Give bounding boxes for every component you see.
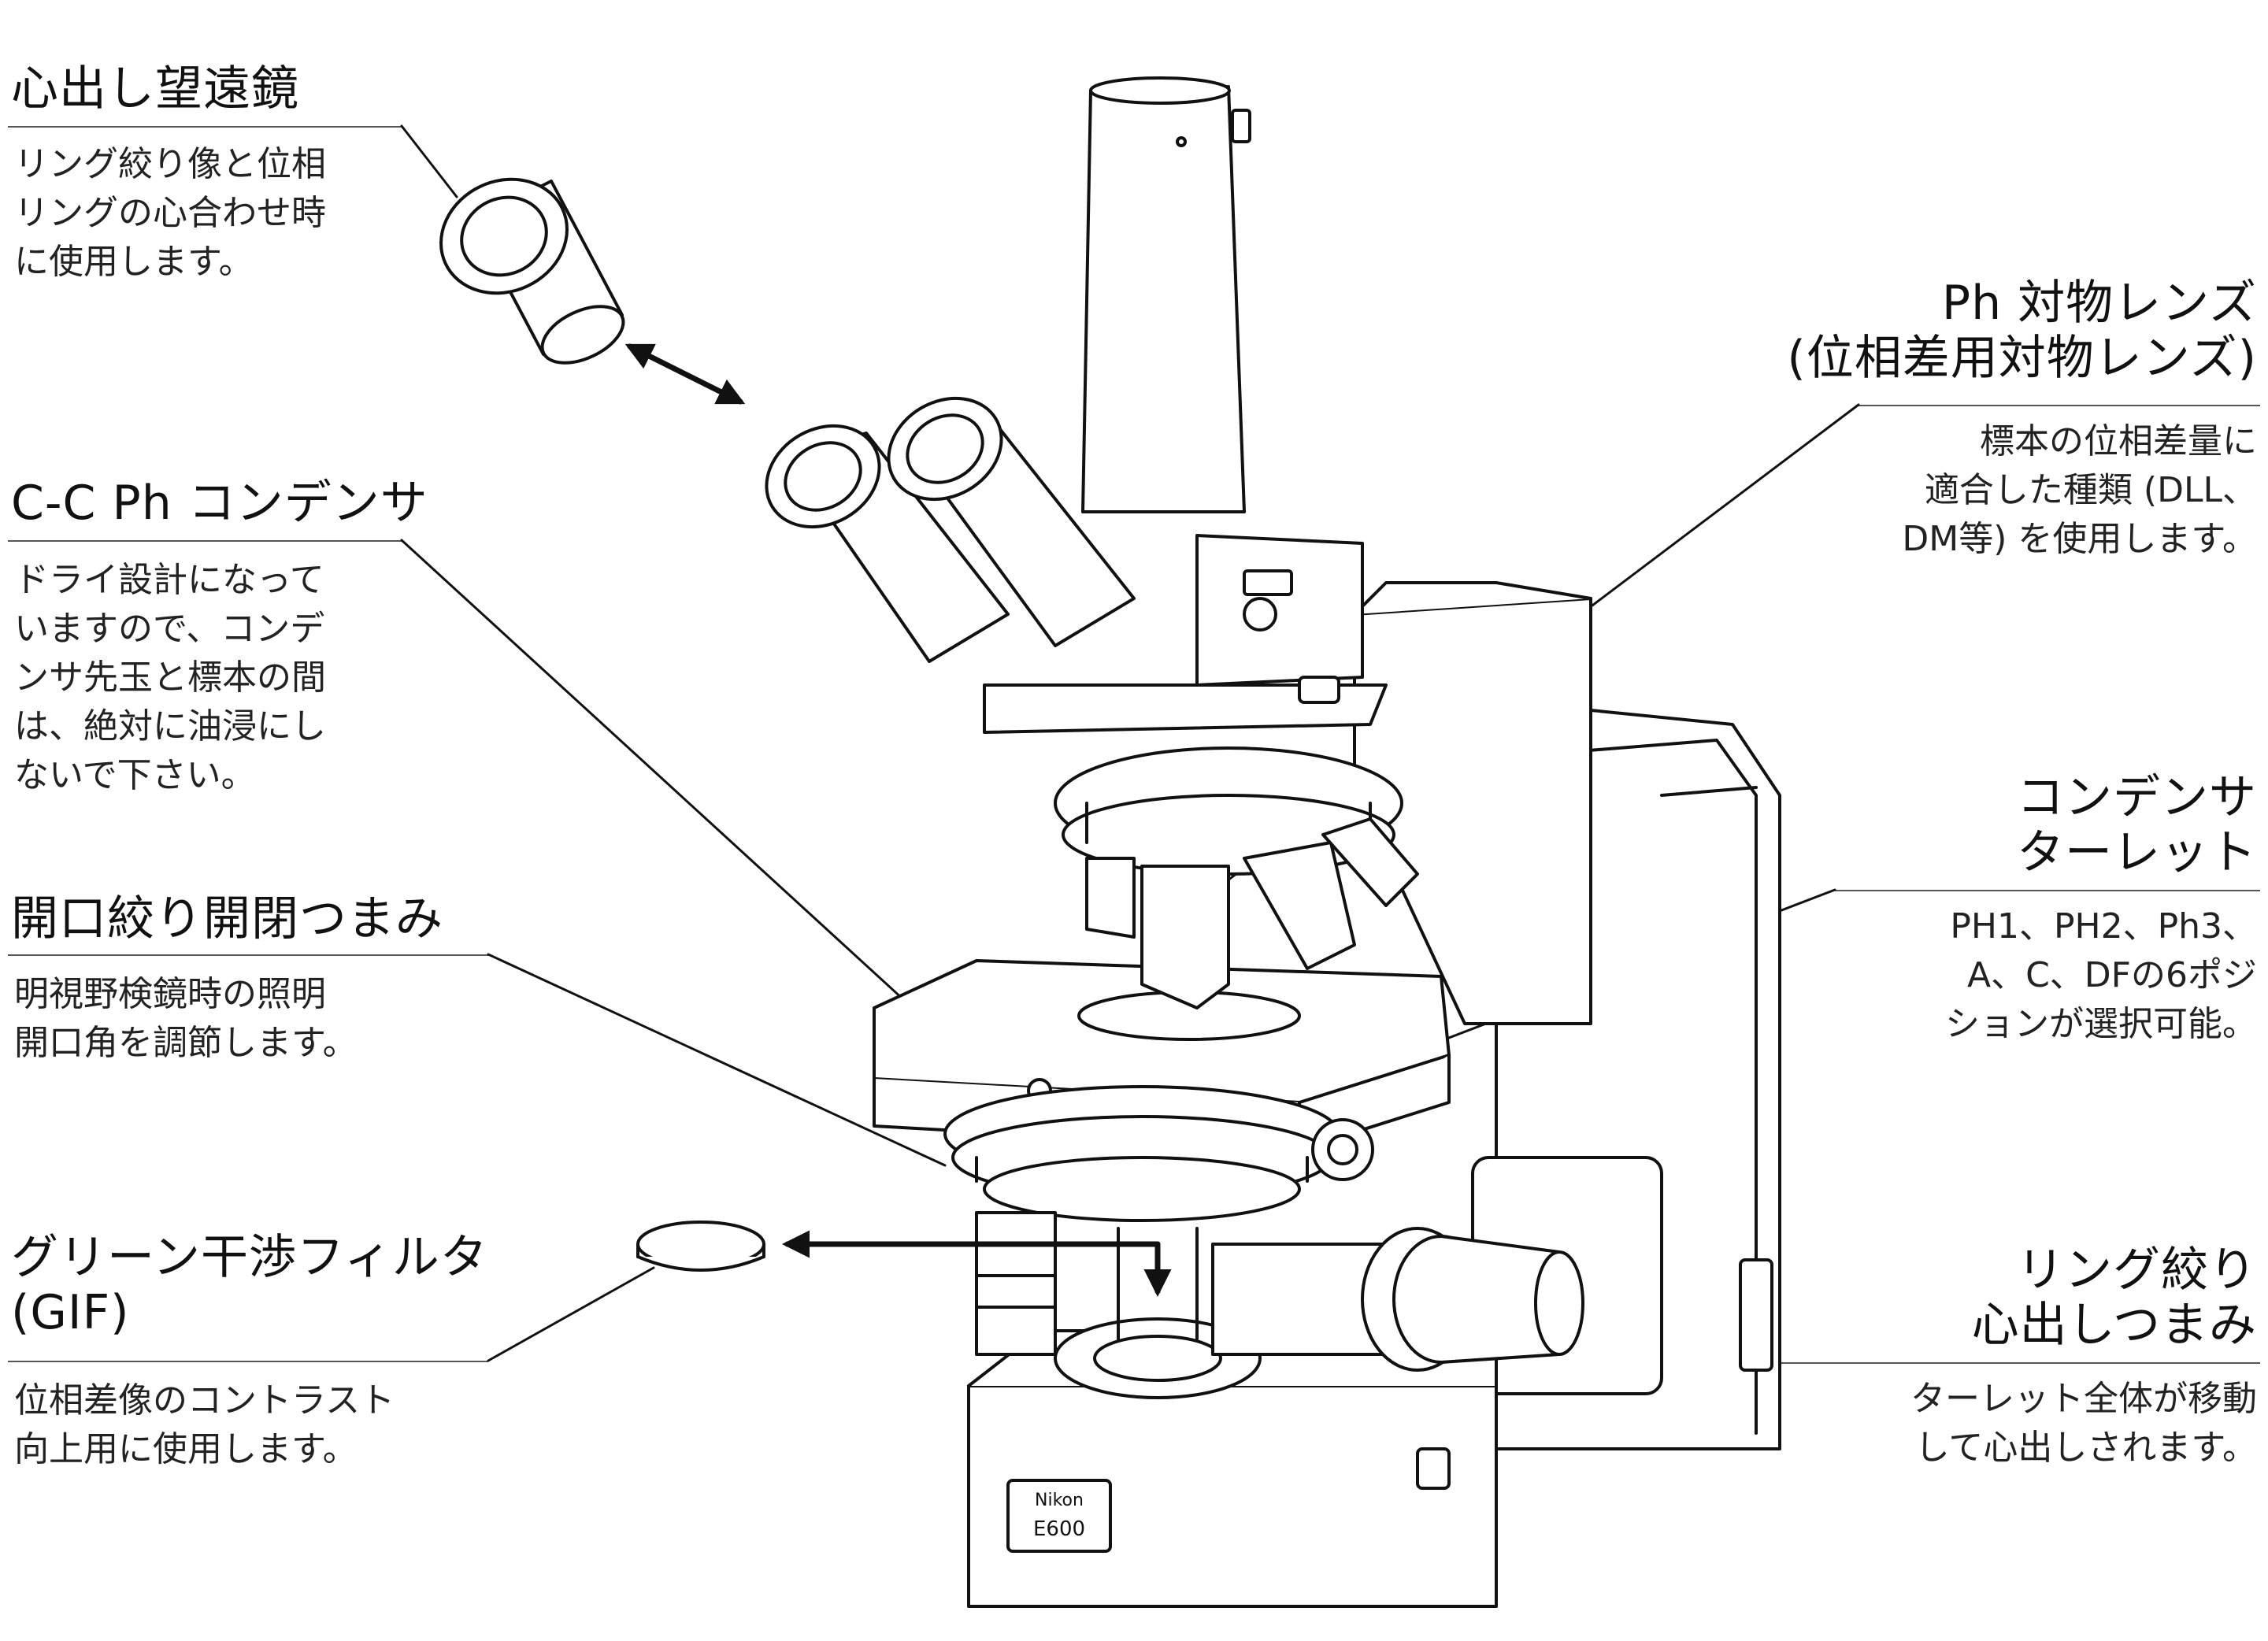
condenser-description: ドライ設計になって いますので、コンデ ンサ先玉と標本の間 は、絶対に油浸にし … bbox=[14, 560, 326, 795]
microscope-arm bbox=[1353, 581, 1592, 1025]
centering-telescope-description: リング絞り像と位相 リングの心合わせ時 に使用します。 bbox=[14, 144, 326, 282]
callout-condenser-turret: コンデンサ ターレット bbox=[2017, 770, 2257, 880]
aperture-knob-rule bbox=[8, 954, 488, 956]
aperture-knob-description: 明視野検鏡時の照明 開口角を調節します。 bbox=[14, 974, 358, 1063]
photo-tube bbox=[1081, 76, 1251, 513]
ring-centering-knob bbox=[1211, 1227, 1584, 1372]
aperture-knob-desc-box: 明視野検鏡時の照明 開口角を調節します。 bbox=[14, 970, 358, 1068]
microscope-head bbox=[983, 534, 1388, 734]
leader-telescope bbox=[400, 124, 458, 198]
centering-telescope bbox=[439, 177, 625, 365]
callout-ph-objective: Ph 対物レンズ (位相差用対物レンズ) bbox=[1787, 276, 2257, 386]
ring-centering-description: ターレット全体が移動 して心出しされます。 bbox=[1910, 1379, 2257, 1468]
green-filter-title: グリーン干渉フィルタ (GIF) bbox=[11, 1230, 488, 1340]
field-diaphragm bbox=[975, 1211, 1262, 1399]
ph-objective-title: Ph 対物レンズ (位相差用対物レンズ) bbox=[1787, 276, 2257, 386]
condenser-turret-rule bbox=[1835, 890, 2260, 891]
centering-telescope-desc-box: リング絞り像と位相 リングの心合わせ時 に使用します。 bbox=[14, 140, 326, 287]
condenser-turret-description: PH1、PH2、Ph3、 A、C、DFの6ポジ ションが選択可能。 bbox=[1945, 906, 2257, 1044]
aperture-knob-title: 開口絞り開閉つまみ bbox=[11, 891, 443, 946]
brand-mark: Nikon bbox=[1035, 1491, 1084, 1510]
ring-centering-rule bbox=[1772, 1362, 2260, 1364]
centering-telescope-title: 心出し望遠鏡 bbox=[11, 61, 299, 117]
leader-filter bbox=[487, 1266, 655, 1362]
exchange-arrows bbox=[624, 343, 1172, 1297]
condenser-desc-box: ドライ設計になって いますので、コンデ ンサ先玉と標本の間 は、絶対に油浸にし … bbox=[14, 556, 326, 800]
ring-centering-desc-box: ターレット全体が移動 して心出しされます。 bbox=[1910, 1375, 2257, 1472]
green-filter-rule bbox=[8, 1361, 488, 1362]
condenser-title: C-C Ph コンデンサ bbox=[11, 476, 428, 531]
green-filter-desc-box: 位相差像のコントラスト 向上用に使用します。 bbox=[14, 1376, 395, 1474]
green-filter-description: 位相差像のコントラスト 向上用に使用します。 bbox=[14, 1380, 395, 1469]
condenser-turret-title: コンデンサ ターレット bbox=[2017, 770, 2257, 880]
callout-ring-centering: リング絞り 心出しつまみ bbox=[1972, 1243, 2257, 1353]
objective-lenses bbox=[1085, 817, 1419, 1009]
ph-objective-rule bbox=[1858, 405, 2260, 406]
condenser-knob bbox=[1311, 1118, 1374, 1181]
ph-objective-description: 標本の位相差量に 適合した種類 (DLL、 DM等) を使用します。 bbox=[1902, 421, 2257, 559]
ring-centering-title: リング絞り 心出しつまみ bbox=[1971, 1243, 2257, 1353]
condenser-rule bbox=[8, 540, 402, 542]
phase-condenser bbox=[943, 1085, 1340, 1222]
binocular-eyepieces bbox=[765, 396, 1136, 663]
green-filter-disc bbox=[636, 1221, 765, 1272]
telescope-arrow bbox=[624, 343, 746, 405]
callout-green-filter: グリーン干渉フィルタ (GIF) bbox=[11, 1230, 488, 1340]
callout-condenser: C-C Ph コンデンサ bbox=[11, 476, 428, 531]
stand-badge: E600 bbox=[1033, 1517, 1085, 1541]
callout-aperture-knob: 開口絞り開閉つまみ bbox=[11, 891, 443, 946]
leader-aperture bbox=[487, 953, 947, 1167]
ph-objective-desc-box: 標本の位相差量に 適合した種類 (DLL、 DM等) を使用します。 bbox=[1902, 417, 2257, 564]
condenser-turret-desc-box: PH1、PH2、Ph3、 A、C、DFの6ポジ ションが選択可能。 bbox=[1945, 902, 2257, 1049]
centering-telescope-rule bbox=[8, 126, 402, 128]
callout-centering-telescope: 心出し望遠鏡 bbox=[11, 61, 299, 117]
